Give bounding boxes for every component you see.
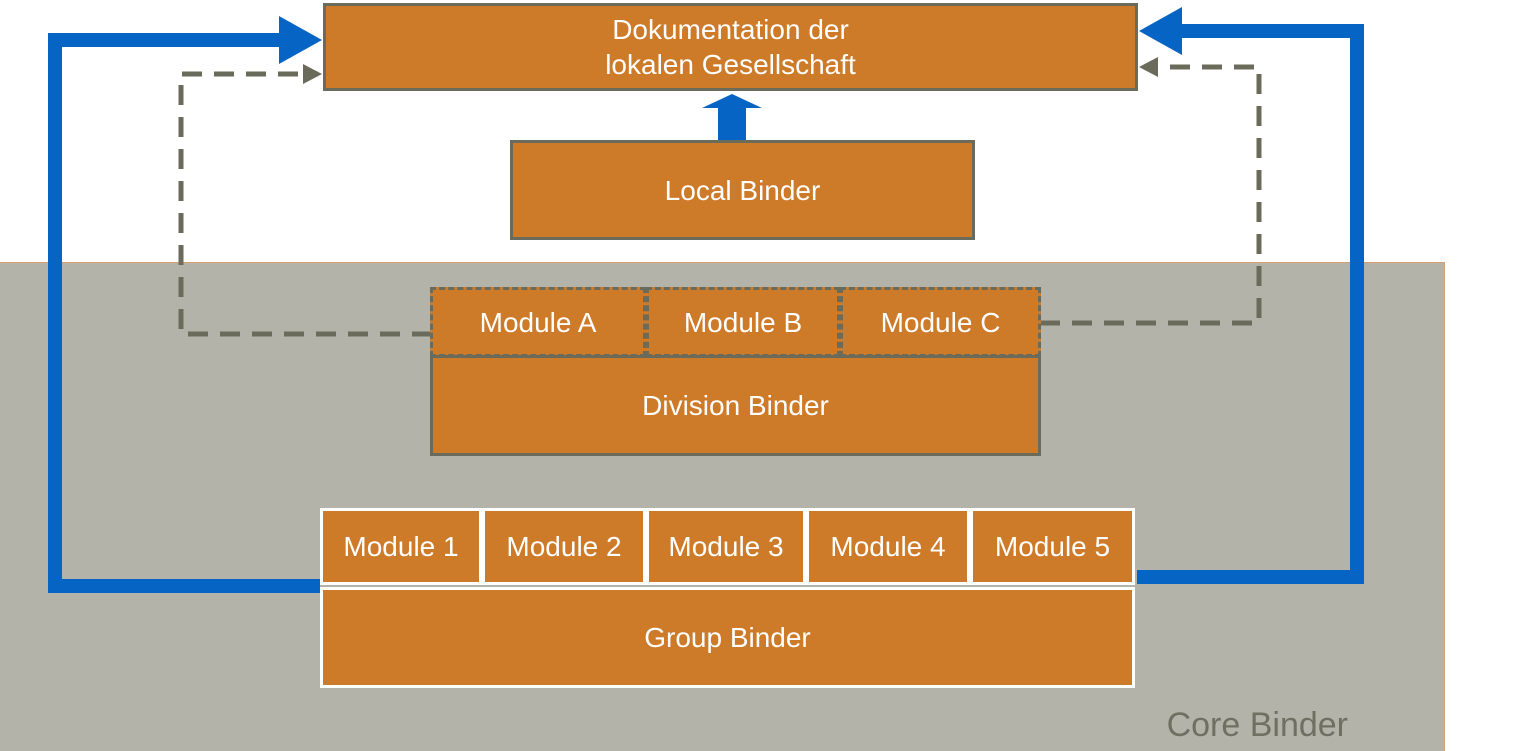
group-module-1: Module 1 — [320, 508, 482, 585]
group-binder-label: Group Binder — [644, 622, 811, 653]
local-binder-up-arrow-shaft — [718, 106, 746, 142]
group-module-5-label: Module 5 — [994, 531, 1111, 562]
dashed-arrowhead-left — [303, 64, 322, 84]
group-module-2: Module 2 — [482, 508, 646, 585]
group-binder-box: Group Binder — [320, 587, 1135, 688]
group-module-4-label: Module 4 — [830, 531, 946, 562]
group-module-3-label: Module 3 — [668, 531, 784, 562]
local-binder-up-arrow-head — [702, 94, 762, 108]
local-company-documentation-box: Dokumentation der lokalen Gesellschaft — [323, 3, 1138, 91]
group-module-4: Module 4 — [806, 508, 970, 585]
division-module-b-label: Module B — [683, 306, 803, 338]
blue-arrowhead-left — [279, 16, 322, 64]
local-company-documentation-line1: Dokumentation der — [612, 14, 849, 45]
dashed-arrowhead-right — [1139, 57, 1158, 77]
division-module-b: Module B — [646, 287, 840, 357]
dashed-connector-left — [178, 71, 432, 337]
local-binder-label: Local Binder — [664, 174, 821, 206]
blue-connector-right — [1137, 24, 1364, 584]
core-binder-label: Core Binder — [1166, 706, 1348, 744]
blue-arrowhead-right — [1139, 7, 1182, 55]
blue-connector-left — [48, 33, 320, 593]
group-module-3: Module 3 — [646, 508, 806, 585]
group-module-2-label: Module 2 — [506, 531, 622, 562]
division-binder-box: Division Binder — [430, 355, 1041, 456]
division-module-c: Module C — [840, 287, 1041, 357]
group-module-1-label: Module 1 — [343, 531, 459, 562]
division-module-a-label: Module A — [479, 306, 597, 338]
division-module-c-label: Module C — [880, 306, 1001, 338]
local-company-documentation-line2: lokalen Gesellschaft — [605, 49, 856, 80]
division-module-a: Module A — [430, 287, 646, 357]
group-module-5: Module 5 — [970, 508, 1135, 585]
dashed-connector-right — [1040, 64, 1262, 326]
division-binder-label: Division Binder — [642, 390, 829, 421]
local-binder-box: Local Binder — [510, 140, 975, 240]
